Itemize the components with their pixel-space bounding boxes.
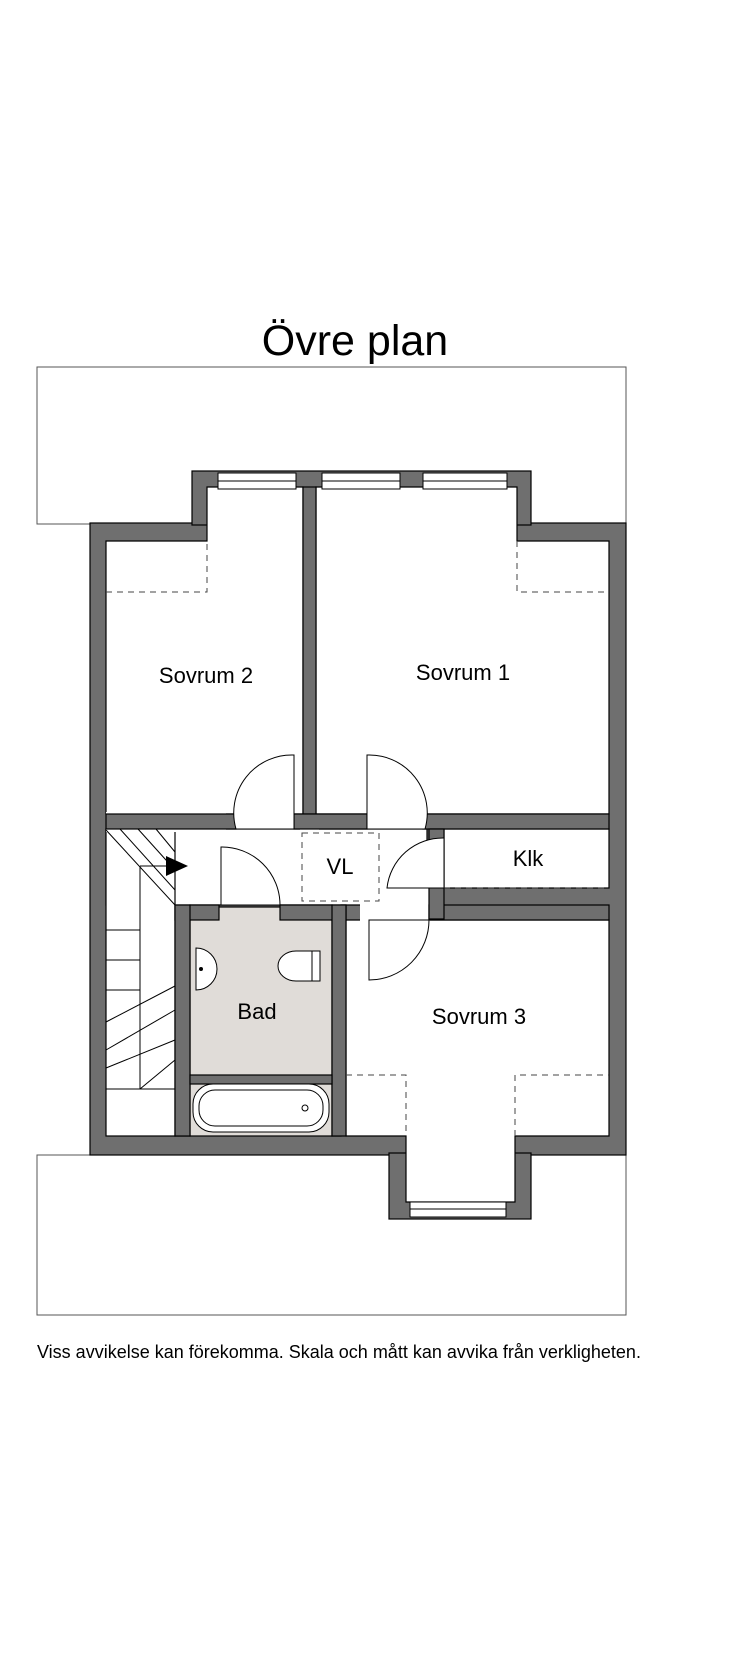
bathroom-fixtures bbox=[192, 947, 330, 1133]
sink bbox=[195, 947, 218, 991]
label-sovrum2: Sovrum 2 bbox=[159, 663, 253, 688]
door-sovrum3 bbox=[368, 919, 430, 981]
ceiling-dashed-lines bbox=[106, 541, 609, 1136]
interior-walls bbox=[105, 486, 610, 1137]
door-sovrum1 bbox=[366, 754, 428, 830]
label-bad: Bad bbox=[237, 999, 276, 1024]
label-vl: VL bbox=[327, 854, 354, 879]
doors bbox=[220, 754, 445, 981]
door-bad bbox=[220, 846, 281, 906]
door-sovrum2 bbox=[233, 754, 295, 830]
room-sovrum3 bbox=[345, 919, 610, 1203]
label-klk: Klk bbox=[513, 846, 545, 871]
plan-title: Övre plan bbox=[262, 317, 448, 365]
staircase bbox=[105, 828, 188, 1090]
label-sovrum3: Sovrum 3 bbox=[432, 1004, 526, 1029]
toilet bbox=[277, 950, 313, 982]
windows bbox=[217, 472, 508, 1218]
door-klk bbox=[386, 837, 445, 889]
label-sovrum1: Sovrum 1 bbox=[416, 660, 510, 685]
bathtub bbox=[192, 1083, 330, 1133]
stair-direction-arrow bbox=[166, 856, 188, 876]
roof-outline-bottom bbox=[36, 1154, 627, 1316]
room-klk bbox=[443, 828, 610, 889]
disclaimer-text: Viss avvikelse kan förekomma. Skala och … bbox=[37, 1342, 641, 1362]
room-labels: Sovrum 2 Sovrum 1 VL Klk Bad Sovrum 3 bbox=[159, 660, 544, 1029]
